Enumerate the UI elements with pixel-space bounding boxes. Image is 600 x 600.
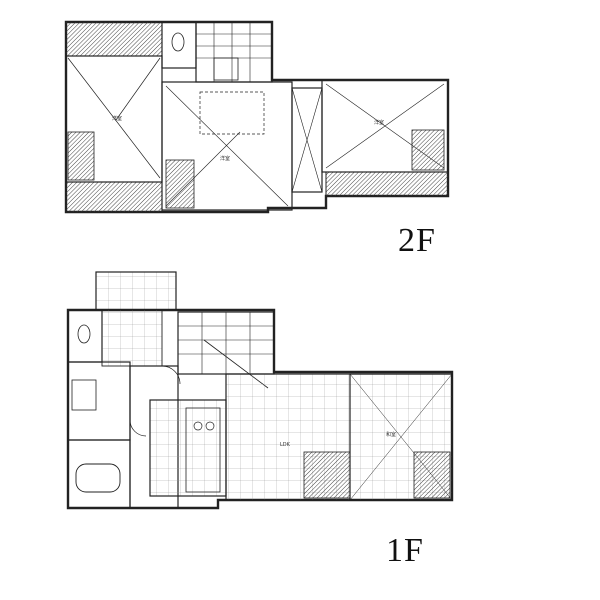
svg-text:和室: 和室 xyxy=(386,431,396,438)
lower-toilet xyxy=(67,309,103,363)
upper-washbasin xyxy=(213,57,239,81)
svg-text:洋室: 洋室 xyxy=(374,119,384,126)
upper-floor-plan: 洋室 洋室 洋室 xyxy=(64,20,450,214)
lower-washroom xyxy=(67,361,131,441)
upper-balcony-left xyxy=(65,181,163,213)
svg-text:LDK: LDK xyxy=(280,442,291,448)
upper-stairs xyxy=(195,21,273,83)
lower-bathroom xyxy=(67,439,131,509)
svg-text:洋室: 洋室 xyxy=(220,155,230,162)
upper-closet-left xyxy=(67,131,95,181)
upper-toilet xyxy=(161,21,197,69)
lower-japanese-room xyxy=(349,373,453,501)
upper-balcony-right xyxy=(325,171,449,197)
lower-porch xyxy=(95,271,177,311)
upper-balcony-top xyxy=(65,21,163,57)
lower-kitchen xyxy=(149,399,227,497)
upper-floor-label: 2F xyxy=(398,222,436,259)
lower-floor-plan: LDK 和室 xyxy=(66,271,454,510)
lower-entrance xyxy=(101,309,163,367)
lower-floor-label: 1F xyxy=(386,532,424,569)
svg-text:洋室: 洋室 xyxy=(112,115,122,122)
